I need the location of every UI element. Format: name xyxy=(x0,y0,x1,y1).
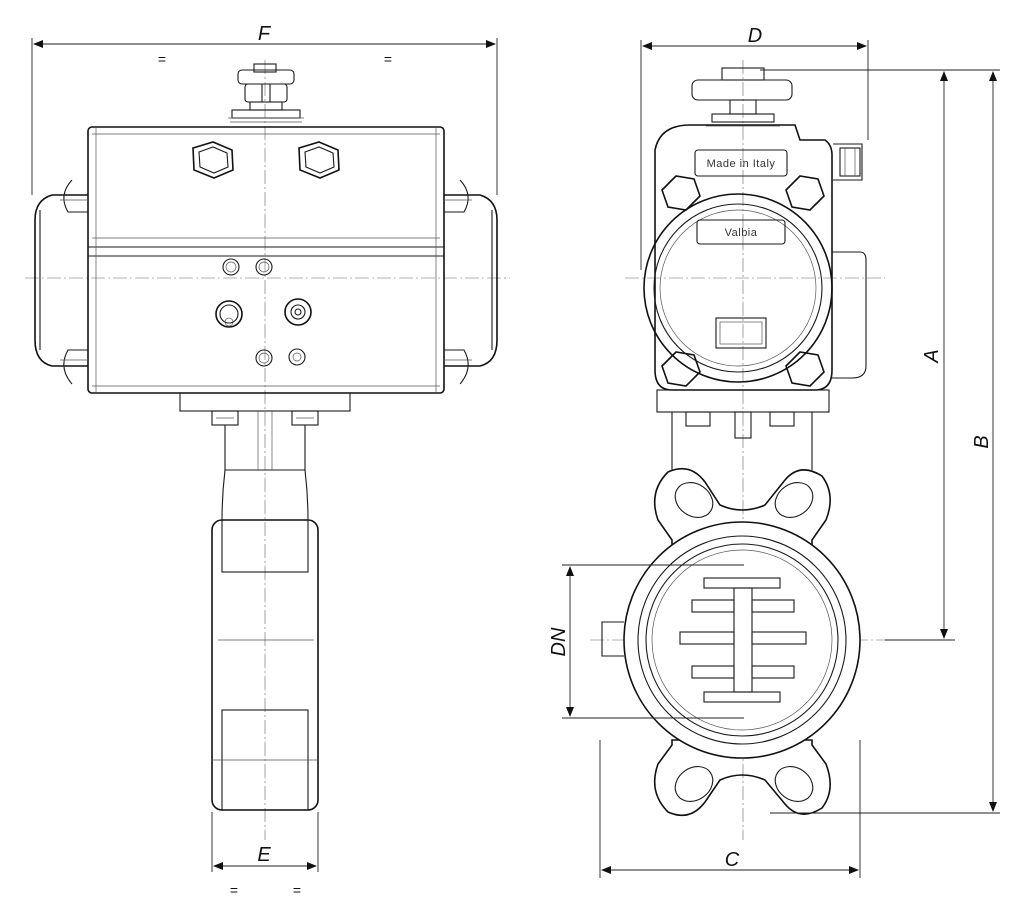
right-end-cap xyxy=(444,179,498,385)
hex-bolts xyxy=(192,141,340,179)
nameplate: Made in Italy Valbia xyxy=(694,149,788,245)
dimension-label-D: D xyxy=(748,25,762,47)
dimension-E: E = = xyxy=(211,812,319,898)
symmetry-mark: = xyxy=(384,51,392,67)
dimension-F: F = = xyxy=(31,23,498,195)
dimension-label-A: A xyxy=(921,349,943,363)
dimension-C: C xyxy=(599,740,861,878)
mounting-plate xyxy=(179,392,351,426)
dimension-label-B: B xyxy=(971,435,993,448)
dimension-label-DN: DN xyxy=(548,627,570,656)
symmetry-mark: = xyxy=(230,882,238,898)
dimension-label-E: E xyxy=(257,844,271,866)
side-view: Made in Italy Valbia xyxy=(548,25,1000,878)
dimension-B: B xyxy=(770,71,1000,814)
front-view: F = = E = = xyxy=(25,23,510,898)
air-ports xyxy=(215,258,312,367)
symmetry-mark: = xyxy=(158,51,166,67)
made-in-italy-stamp: Made in Italy xyxy=(707,158,776,170)
dimension-D: D xyxy=(640,25,869,270)
side-hex-bolts xyxy=(661,175,825,387)
dimension-label-F: F xyxy=(258,23,272,45)
side-mounting-flange xyxy=(656,389,830,470)
butterfly-disc xyxy=(679,577,807,703)
brand-logo-stamp: Valbia xyxy=(725,227,758,239)
symmetry-mark: = xyxy=(293,882,301,898)
side-indicator-knob xyxy=(691,67,793,127)
valve-body-side xyxy=(211,519,319,811)
position-indicator-knob xyxy=(228,63,304,123)
valve-neck xyxy=(221,411,309,521)
dimension-label-C: C xyxy=(725,849,740,871)
dimension-A: A xyxy=(760,69,1000,641)
valve-body-front xyxy=(601,467,861,817)
dimension-DN: DN xyxy=(548,564,744,719)
left-end-cap xyxy=(34,179,88,385)
